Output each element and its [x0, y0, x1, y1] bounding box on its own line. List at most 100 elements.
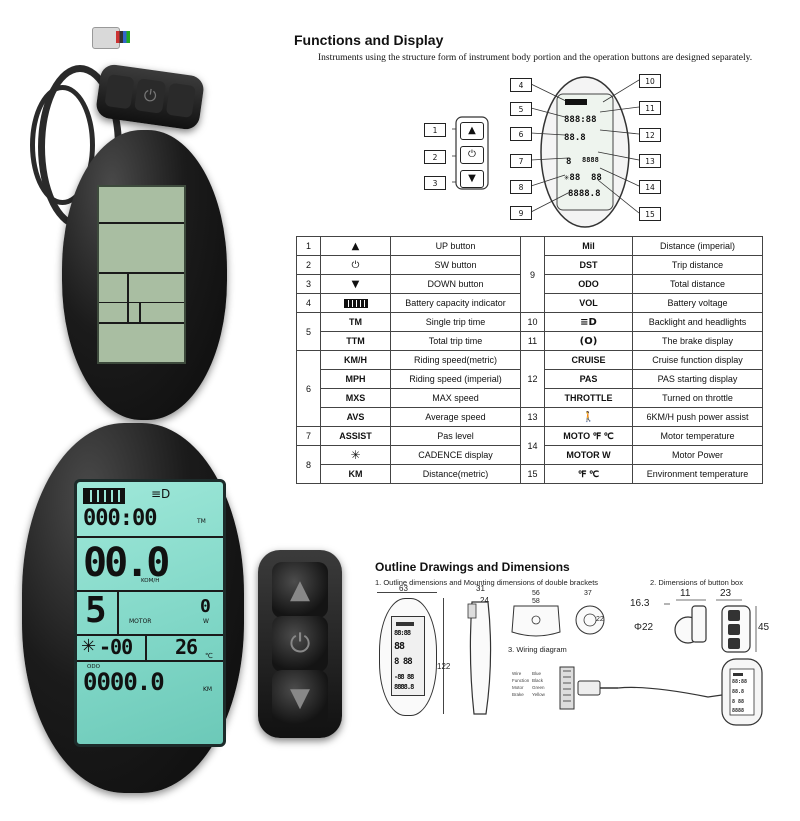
motor-label: MOTOR: [129, 618, 152, 625]
diagram-callout-6: 6: [510, 127, 532, 141]
power-icon: ⏻: [272, 616, 328, 672]
small-display-housing: [62, 130, 227, 420]
row-number: 1: [296, 236, 321, 256]
temperature-unit: ℃: [205, 652, 213, 660]
side-outline-sketch: 31 24: [464, 584, 504, 718]
table-row: 1 ▲ UP button 9 Mil Distance (imperial): [296, 236, 763, 313]
motor-power-value: 0: [200, 596, 211, 617]
down-button-icon: ▼: [320, 274, 391, 294]
diagram-callout-9: 9: [510, 206, 532, 220]
row-description: Motor temperature: [632, 426, 763, 446]
table-row: 3 ▼ DOWN button ODO Total distance: [296, 274, 763, 294]
svg-text:Brake: Brake: [512, 692, 524, 697]
row-description: Total distance: [632, 274, 763, 294]
display-diagram: 888:88 88.8 8 8888 ✳88 88 8888.8 4 5 6 7…: [420, 72, 670, 232]
row-description: Riding speed (imperial): [390, 369, 521, 389]
svg-text:8888.8: 8888.8: [568, 189, 601, 199]
diagram-leader-lines: 888:88 88.8 8 8888 ✳88 88 8888.8: [452, 76, 640, 228]
svg-text:88:88: 88:88: [732, 679, 747, 685]
remote-button: [104, 74, 135, 110]
row-description: MAX speed: [390, 388, 521, 408]
trip-time-unit: TM: [197, 518, 206, 525]
table-row: AVS Average speed 13 🚶 6KM/H push power …: [297, 407, 763, 427]
dim-button-5: 45: [758, 622, 770, 633]
diagram-callout-10: 10: [639, 74, 661, 88]
power-button-icon: ⏻: [320, 255, 391, 275]
row-number: 13: [520, 407, 545, 427]
row-description: DOWN button: [390, 274, 521, 294]
product-photo-small-display: ⏻: [30, 25, 245, 425]
row-code: PAS: [544, 369, 633, 389]
row-code: VOL: [544, 293, 633, 313]
remote-button: [165, 82, 196, 118]
row-number: 15: [520, 464, 545, 484]
dim-button-4: Φ22: [634, 622, 654, 633]
row-number: 11: [520, 331, 545, 351]
cadence-icon: ✳: [81, 636, 97, 657]
dim-depth-2: 24: [480, 596, 489, 605]
front-outline-sketch: 63 88:88 88 8 88 -88 88 8888.8 122: [375, 584, 460, 718]
table-row: TTM Total trip time 11 (O) The brake dis…: [297, 331, 763, 351]
remote-button: ⏻: [134, 78, 167, 114]
svg-text:888:88: 888:88: [564, 115, 597, 125]
svg-text:Blue: Blue: [532, 671, 542, 676]
diagram-callout-1: 1: [424, 123, 446, 137]
svg-text:Motor: Motor: [512, 685, 524, 690]
row-description: Battery voltage: [632, 293, 763, 313]
diagram-callout-7: 7: [510, 154, 532, 168]
row-code: ODO: [544, 274, 633, 294]
row-code: TM: [320, 312, 391, 332]
bracket-sketch: 56 58 37 22: [508, 588, 618, 643]
table-row: 7 ASSIST Pas level 14 MOTO ℉ ℃ Motor tem…: [296, 426, 763, 465]
table-row: 6 KM/H Riding speed(metric) 12 CRUISE Cr…: [296, 350, 763, 427]
row-code: AVS: [320, 407, 391, 427]
row-description: Distance(metric): [390, 464, 521, 484]
row-description: Riding speed(metric): [390, 350, 521, 370]
row-code: KM/H: [320, 350, 391, 370]
row-description: Pas level: [390, 426, 521, 446]
svg-text:Function: Function: [512, 678, 530, 683]
bracket-outlines: [511, 605, 605, 637]
row-code: ℉ ℃: [544, 464, 633, 484]
row-code: MPH: [320, 369, 391, 389]
svg-text:88: 88: [591, 173, 602, 183]
svg-text:8888: 8888: [732, 708, 744, 714]
battery-indicator-icon: [83, 488, 125, 504]
button-box-photo: ▲ ⏻ ▼: [258, 550, 342, 738]
row-description: CADENCE display: [390, 445, 521, 465]
down-arrow-icon: ▼: [272, 670, 328, 726]
svg-text:Green: Green: [532, 685, 545, 690]
up-arrow-icon: ▲: [272, 562, 328, 618]
row-description: Battery capacity indicator: [390, 293, 521, 313]
diagram-power-button-icon: ⏻: [460, 146, 484, 164]
row-code: Mil: [544, 236, 633, 256]
diagram-callout-14: 14: [639, 180, 661, 194]
large-display-housing: ≡D 000:00 TM 00.0 KOM/H 5 0 MOTOR W ✳ -0…: [22, 423, 244, 793]
row-code: TTM: [320, 331, 391, 351]
row-description: Backlight and headlights: [632, 312, 763, 332]
svg-text:Wire: Wire: [512, 671, 522, 676]
dim-height: 122: [437, 662, 451, 671]
intro-paragraph: Instruments using the structure form of …: [318, 53, 753, 63]
row-description: Average speed: [390, 407, 521, 427]
row-description: The brake display: [632, 331, 763, 351]
button-box-outline: [664, 599, 757, 653]
diagram-callout-11: 11: [639, 101, 661, 115]
odo-label: ODO: [87, 664, 100, 670]
trip-time-value: 000:00: [83, 506, 157, 531]
row-code: THROTTLE: [544, 388, 633, 408]
connector-wires: [116, 31, 130, 43]
row-description: Environment temperature: [632, 464, 763, 484]
walk-assist-icon: 🚶: [544, 407, 633, 427]
cadence-icon: ✳: [320, 445, 391, 465]
svg-text:8888: 8888: [582, 156, 599, 164]
diagram-down-button-icon: ▼: [460, 170, 484, 188]
headlight-icon: ≡D: [151, 487, 171, 501]
row-description: 6KM/H push power assist: [632, 407, 763, 427]
svg-text:✳88: ✳88: [564, 173, 580, 183]
brake-icon: (O): [544, 331, 633, 351]
dim-width: 63: [399, 584, 408, 593]
row-description: Turned on throttle: [632, 388, 763, 408]
diagram-callout-3: 3: [424, 176, 446, 190]
cable-loop: [30, 85, 95, 205]
